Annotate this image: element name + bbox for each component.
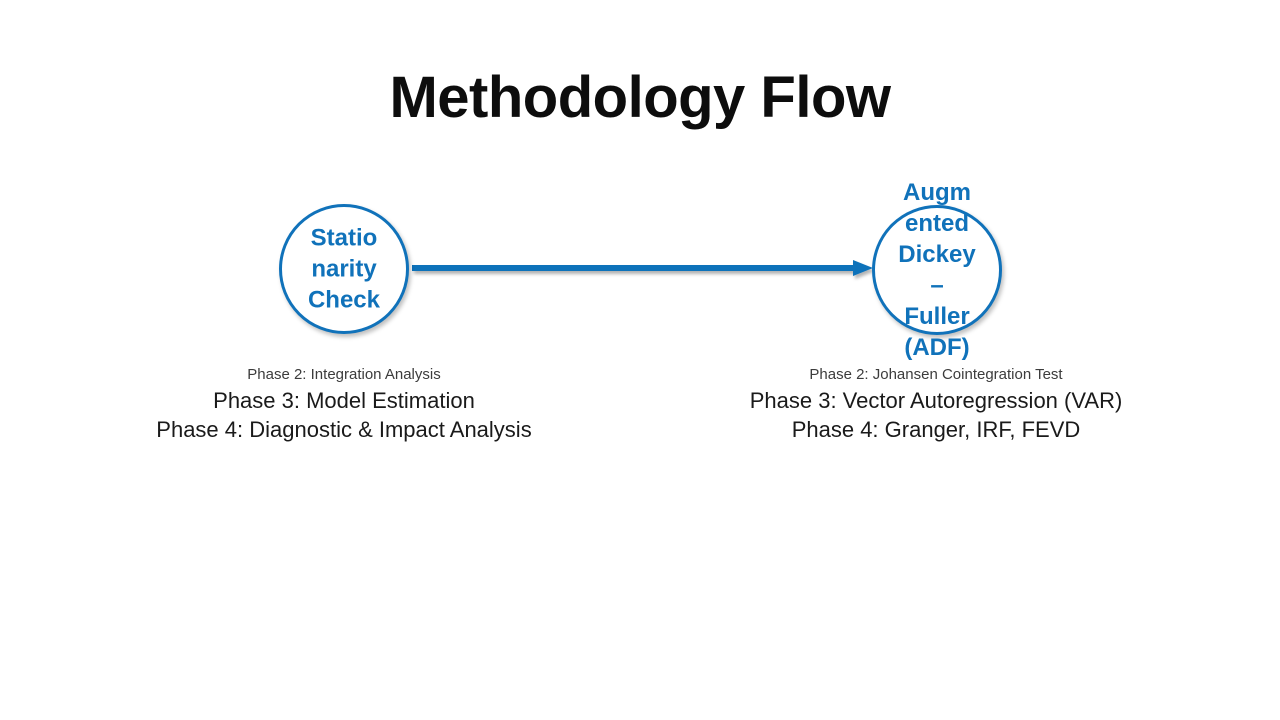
flow-node-augmented-dickey-fuller[interactable]: Augmented Dickey–Fuller (ADF) — [872, 179, 1002, 361]
caption-right: Phase 2: Johansen Cointegration Test Pha… — [636, 364, 1236, 444]
flow-node-label: Stationarity Check — [307, 224, 381, 314]
caption-right-phase2: Phase 2: Johansen Cointegration Test — [809, 366, 1063, 383]
caption-left-phase3: Phase 3: Model Estimation — [213, 388, 475, 413]
flow-connector-arrow — [412, 250, 877, 286]
flow-node-label: Augmented Dickey–Fuller (ADF) — [898, 179, 976, 361]
flow-node-stationarity-check[interactable]: Stationarity Check — [279, 204, 409, 334]
caption-left-phase2: Phase 2: Integration Analysis — [247, 366, 441, 383]
caption-right-phase3: Phase 3: Vector Autoregression (VAR) — [749, 388, 1123, 413]
page-title: Methodology Flow — [389, 65, 891, 130]
caption-right-phase4: Phase 4: Granger, IRF, FEVD — [791, 417, 1081, 442]
circle-shape — [279, 204, 409, 334]
circle-shape — [872, 205, 1002, 335]
caption-left: Phase 2: Integration Analysis Phase 3: M… — [44, 364, 644, 444]
caption-left-phase4: Phase 4: Diagnostic & Impact Analysis — [156, 417, 532, 442]
